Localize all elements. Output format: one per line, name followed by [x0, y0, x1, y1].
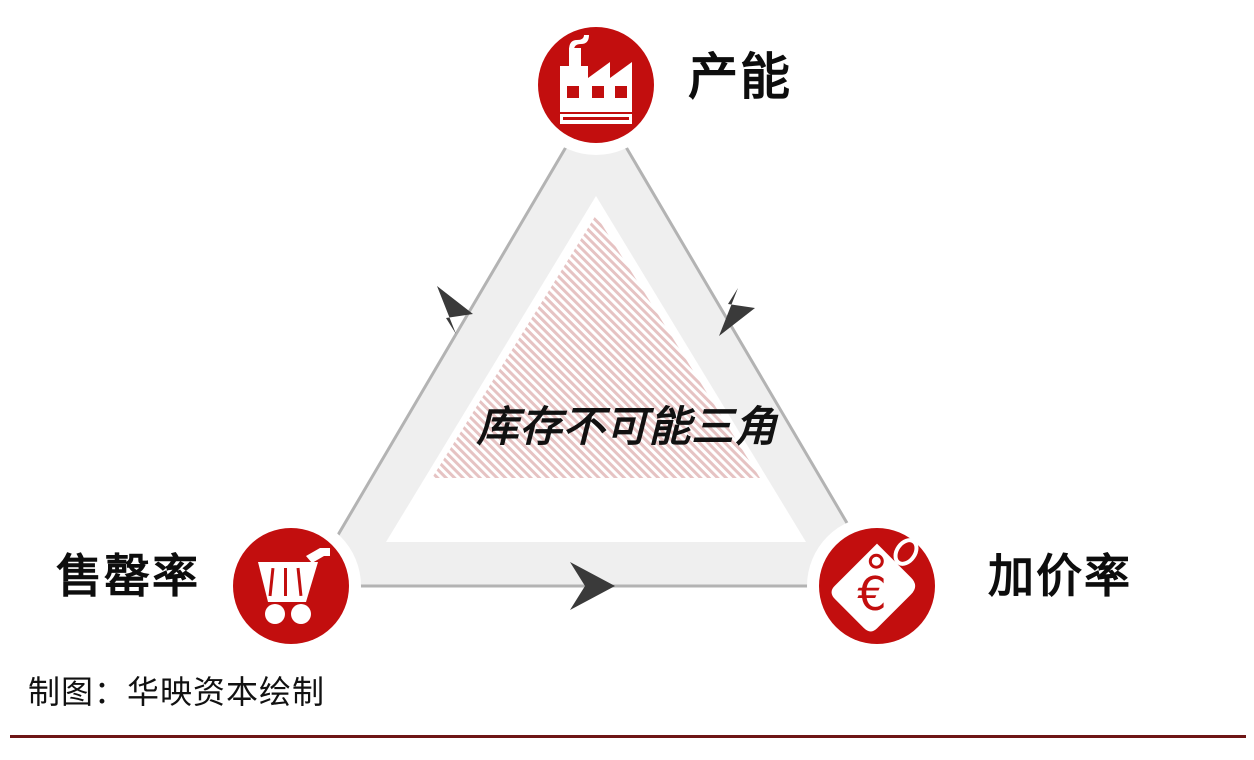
- node-label-capacity: 产能: [688, 49, 792, 105]
- node-capacity[interactable]: [530, 19, 662, 151]
- arrow-capacity-to-sellthrough: [437, 286, 473, 334]
- center-title: 库存不可能三角: [476, 403, 778, 450]
- factory-icon: [560, 35, 632, 124]
- node-label-sellthrough: 售罄率: [56, 550, 200, 602]
- inner-hatched-triangle: [432, 215, 760, 478]
- node-sellthrough[interactable]: [225, 520, 357, 652]
- arrow-sellthrough-to-markup: [570, 562, 615, 610]
- svg-text:€: €: [857, 567, 886, 621]
- shopping-cart-icon: [258, 548, 330, 624]
- bottom-divider: [10, 735, 1246, 738]
- source-credit: 制图：华映资本绘制: [28, 674, 326, 710]
- node-label-markup: 加价率: [988, 550, 1132, 602]
- price-tag-euro-icon: €: [831, 543, 916, 632]
- price-tag-string-icon: [893, 538, 919, 566]
- node-markup[interactable]: €: [811, 520, 943, 652]
- arrow-markup-to-capacity: [719, 288, 755, 336]
